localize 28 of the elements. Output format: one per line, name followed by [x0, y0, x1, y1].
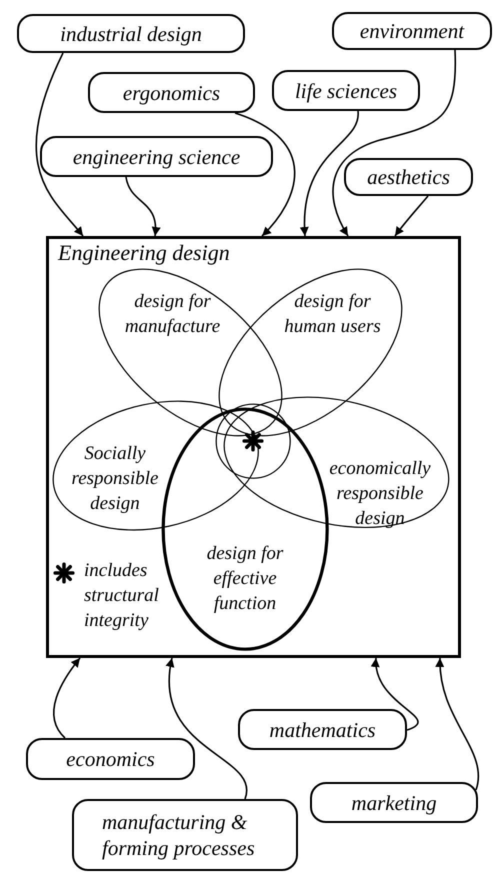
ellipse-label: economically responsible design: [328, 456, 432, 531]
discipline-pill: life sciences: [272, 70, 420, 111]
legend-label: includes structural integrity: [84, 559, 160, 633]
discipline-pill: engineering science: [40, 136, 273, 177]
arrow: [332, 50, 456, 236]
discipline-pill: ergonomics: [88, 72, 255, 113]
arrow: [53, 658, 81, 739]
discipline-pill: environment: [332, 12, 492, 50]
arrow: [234, 112, 296, 237]
arrow: [125, 176, 160, 236]
discipline-pill: marketing: [310, 782, 478, 823]
discipline-pill: manufacturing & forming processes: [72, 799, 298, 871]
discipline-pill: industrial design: [17, 14, 245, 53]
discipline-pill: aesthetics: [344, 158, 473, 196]
arrow: [300, 110, 359, 236]
design-frame: [46, 236, 461, 658]
frame-title: Engineering design: [58, 239, 230, 267]
ellipse-label: Socially responsible design: [70, 442, 160, 516]
ellipse-label: design for effective function: [206, 542, 284, 616]
arrow: [394, 195, 429, 236]
ellipse-label: design for human users: [283, 290, 382, 339]
discipline-pill: economics: [26, 738, 195, 780]
arrow: [35, 52, 84, 237]
arrow: [372, 658, 418, 731]
arrow: [436, 658, 479, 790]
ellipse-label: design for manufacture: [124, 290, 222, 339]
discipline-pill: mathematics: [238, 709, 407, 750]
arrow: [166, 658, 248, 800]
